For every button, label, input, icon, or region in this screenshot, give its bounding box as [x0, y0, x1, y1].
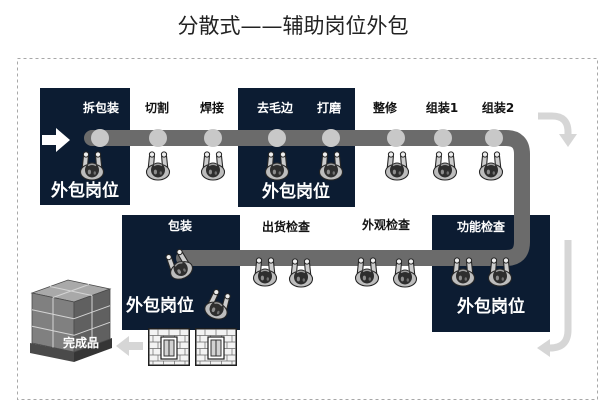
arrow-left-icon: [116, 336, 143, 356]
station-labels-bottom: 包装 出货检查 外观检查 功能检查: [167, 217, 506, 234]
station-label: 外观检查: [362, 217, 411, 232]
outsourced-zone-2: [238, 88, 355, 207]
station-label: 组装1: [426, 100, 458, 115]
finished-goods-label: 完成品: [63, 335, 99, 350]
station-dot: [91, 129, 109, 147]
station-dot: [485, 129, 503, 147]
station-label: 整修: [372, 100, 398, 115]
station-label: 出货检查: [262, 219, 311, 234]
station-dot: [149, 129, 167, 147]
worker-icon: [200, 151, 226, 181]
arrow-right-icon: [42, 128, 70, 152]
station-dots: [91, 129, 503, 147]
station-dot: [268, 129, 286, 147]
zone-label: 外包岗位: [126, 295, 194, 316]
zone-label: 外包岗位: [51, 180, 119, 201]
station-label: 组装2: [482, 100, 514, 115]
station-label: 拆包装: [83, 100, 119, 115]
worker-icon: [432, 151, 458, 181]
station-dot: [322, 129, 340, 147]
station-label: 功能检查: [457, 219, 506, 234]
diagram-frame: [17, 58, 598, 400]
station-label: 包装: [167, 218, 192, 233]
conveyor-line: [84, 130, 530, 266]
zone-label: 外包岗位: [457, 296, 525, 317]
curved-arrow-icon: [537, 240, 572, 357]
crate-icon: [195, 328, 237, 366]
station-dot: [387, 129, 405, 147]
station-label: 切割: [145, 100, 169, 115]
station-dot: [204, 129, 222, 147]
page-title: 分散式——辅助岗位外包: [178, 14, 409, 38]
station-label: 去毛边: [257, 100, 294, 115]
station-labels-top: 拆包装 切割 焊接 去毛边 打磨 整修 组装1 组装2: [83, 100, 514, 115]
outsourced-zone-1: [40, 88, 130, 205]
station-dot: [434, 129, 452, 147]
station-label: 打磨: [317, 100, 341, 115]
crate-icon: [148, 328, 190, 366]
worker-icon: [145, 151, 171, 181]
zone-label: 外包岗位: [262, 181, 330, 202]
pallet-boxes-icon: [30, 279, 112, 362]
station-label: 焊接: [200, 100, 224, 115]
worker-icon: [384, 151, 410, 181]
worker-icon: [478, 151, 504, 181]
curved-arrow-icon: [538, 112, 577, 147]
